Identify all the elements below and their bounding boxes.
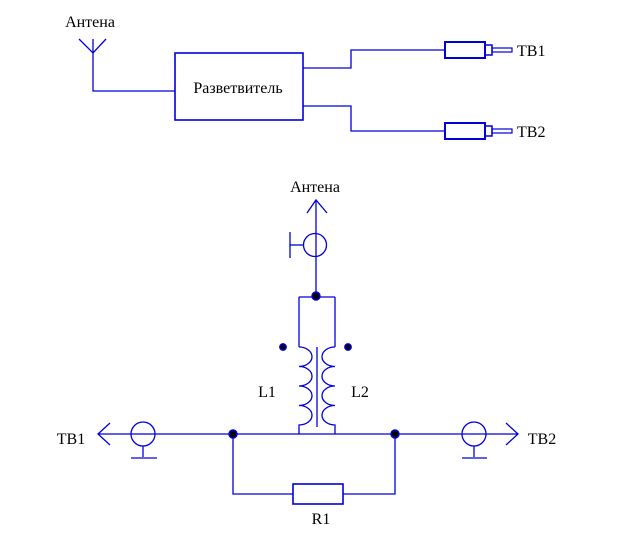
block-diagram: Антена Разветвитель ТВ1 ТВ2	[65, 14, 545, 141]
schematic-antenna-label: Антена	[290, 179, 340, 196]
tv2-arrow-icon	[505, 422, 519, 446]
splitter-label: Разветвитель	[193, 80, 282, 97]
inductor-l1	[298, 346, 313, 434]
schematic: Антена L1 L2 ТВ1 ТВ2 R1	[57, 179, 556, 528]
block-diagram-labels: Антена Разветвитель ТВ1 ТВ2	[65, 14, 545, 141]
tv1-plug-icon	[444, 41, 513, 59]
polarity-dot-l1	[279, 343, 287, 351]
inductor-l1-label: L1	[258, 384, 276, 401]
resistor-r1	[292, 483, 344, 505]
antenna-to-splitter-wire	[92, 53, 175, 92]
resistor-left-wire	[232, 434, 293, 495]
schematic-dots	[228, 291, 400, 439]
inductor-l2	[321, 346, 336, 434]
inductor-l2-label: L2	[351, 384, 369, 401]
junction-dot-left	[228, 429, 238, 439]
splitter-box	[174, 52, 304, 121]
block-tv1-label: ТВ1	[517, 43, 545, 60]
block-tv2-label: ТВ2	[517, 124, 545, 141]
schematic-wires	[97, 198, 519, 505]
antenna-arrow-icon	[306, 198, 328, 214]
antenna-connector-icon	[302, 232, 328, 258]
resistor-right-wire	[343, 434, 396, 495]
resistor-r1-label: R1	[312, 511, 331, 528]
junction-dot-right	[390, 429, 400, 439]
junction-dot-top	[311, 291, 321, 301]
schematic-labels: Антена L1 L2 ТВ1 ТВ2 R1	[57, 179, 556, 528]
block-diagram-wires	[78, 38, 513, 140]
polarity-dot-l2	[344, 343, 352, 351]
output1-wire	[303, 49, 445, 69]
block-antenna-label: Антена	[65, 14, 115, 31]
output2-wire	[303, 105, 445, 132]
tv1-arrow-icon	[97, 422, 111, 446]
tv2-plug-icon	[444, 122, 513, 140]
schematic-tv2-label: ТВ2	[528, 431, 556, 448]
schematic-tv1-label: ТВ1	[57, 431, 85, 448]
